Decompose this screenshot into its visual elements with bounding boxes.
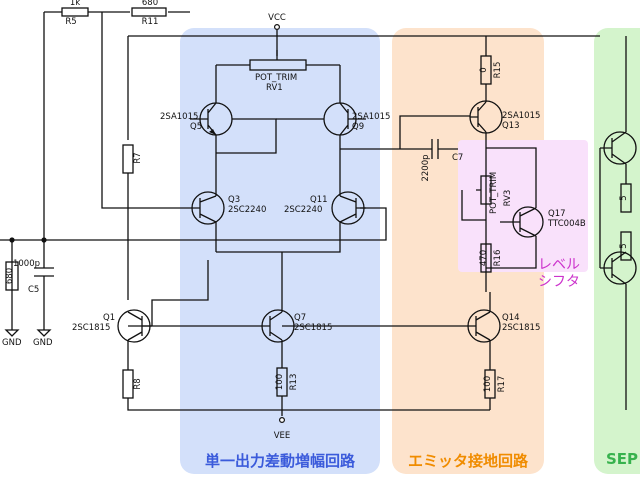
q11-ref: Q11 <box>310 195 328 205</box>
q9-ref: Q9 <box>352 122 364 132</box>
r17-value: 100 <box>483 376 493 392</box>
q14-ref: Q14 <box>502 313 520 323</box>
q13-type: 2SA1015 <box>502 111 540 121</box>
q13-ref: Q13 <box>502 121 520 131</box>
level-shifter-label-line1: レベル <box>538 257 580 273</box>
r5-value: 1k <box>70 0 80 8</box>
r11-value: 680 <box>142 0 158 8</box>
r15-value: 0 <box>479 67 489 72</box>
rv1-ref: RV1 <box>266 83 283 93</box>
q7-ref: Q7 <box>294 313 306 323</box>
vcc-label: VCC <box>268 13 286 23</box>
q14-type: 2SC1815 <box>502 323 540 333</box>
q1-ref: Q1 <box>103 313 115 323</box>
q3-ref: Q3 <box>228 195 240 205</box>
r-left-value: 680 <box>5 268 15 284</box>
c5-value: 1000p <box>13 259 40 269</box>
rv3-value: POT_TRIM <box>489 172 499 214</box>
q17-type: TTC004B <box>547 219 586 229</box>
q17-ref: Q17 <box>548 209 566 219</box>
r22-value: 5 <box>619 243 629 248</box>
diff-amp-region <box>180 28 380 474</box>
gnd-label-1: GND <box>2 338 22 348</box>
r13-ref: R13 <box>289 374 299 391</box>
r13-value: 100 <box>275 374 285 390</box>
sepp-section-label: SEP <box>606 450 639 468</box>
vee-label: VEE <box>274 431 291 441</box>
r8-ref: R8 <box>133 378 143 389</box>
sepp-region <box>594 28 640 474</box>
q11-type: 2SC2240 <box>284 205 322 215</box>
r5-ref: R5 <box>65 17 76 27</box>
level-shifter-label: レベル シフタ <box>538 257 580 291</box>
diff-amp-section-label: 単一出力差動増幅回路 <box>204 452 355 470</box>
q7-type: 2SC1815 <box>294 323 332 333</box>
rv3-ref: RV3 <box>503 190 513 207</box>
q3-type: 2SC2240 <box>228 205 266 215</box>
q9-type: 2SA1015 <box>352 112 390 122</box>
q5-ref: Q5 <box>190 122 202 132</box>
q5-type: 2SA1015 <box>160 112 198 122</box>
rv1-value: POT_TRIM <box>255 73 297 83</box>
c7-ref: C7 <box>452 153 463 163</box>
r7-ref: R7 <box>133 152 143 163</box>
r16-value: 470 <box>479 250 489 266</box>
r11-ref: R11 <box>142 17 159 27</box>
level-shifter-region <box>458 140 588 272</box>
r17-ref: R17 <box>497 376 507 393</box>
q1-type: 2SC1815 <box>72 323 110 333</box>
c5-ref: C5 <box>28 285 39 295</box>
r16-ref: R16 <box>493 250 503 267</box>
level-shifter-label-line2: シフタ <box>538 274 580 290</box>
gnd-label-2: GND <box>33 338 53 348</box>
c7-value: 2200p <box>421 154 431 181</box>
emitter-section-label: エミッタ接地回路 <box>407 452 528 470</box>
r21-value: 5 <box>619 195 629 200</box>
r15-ref: R15 <box>493 62 503 79</box>
